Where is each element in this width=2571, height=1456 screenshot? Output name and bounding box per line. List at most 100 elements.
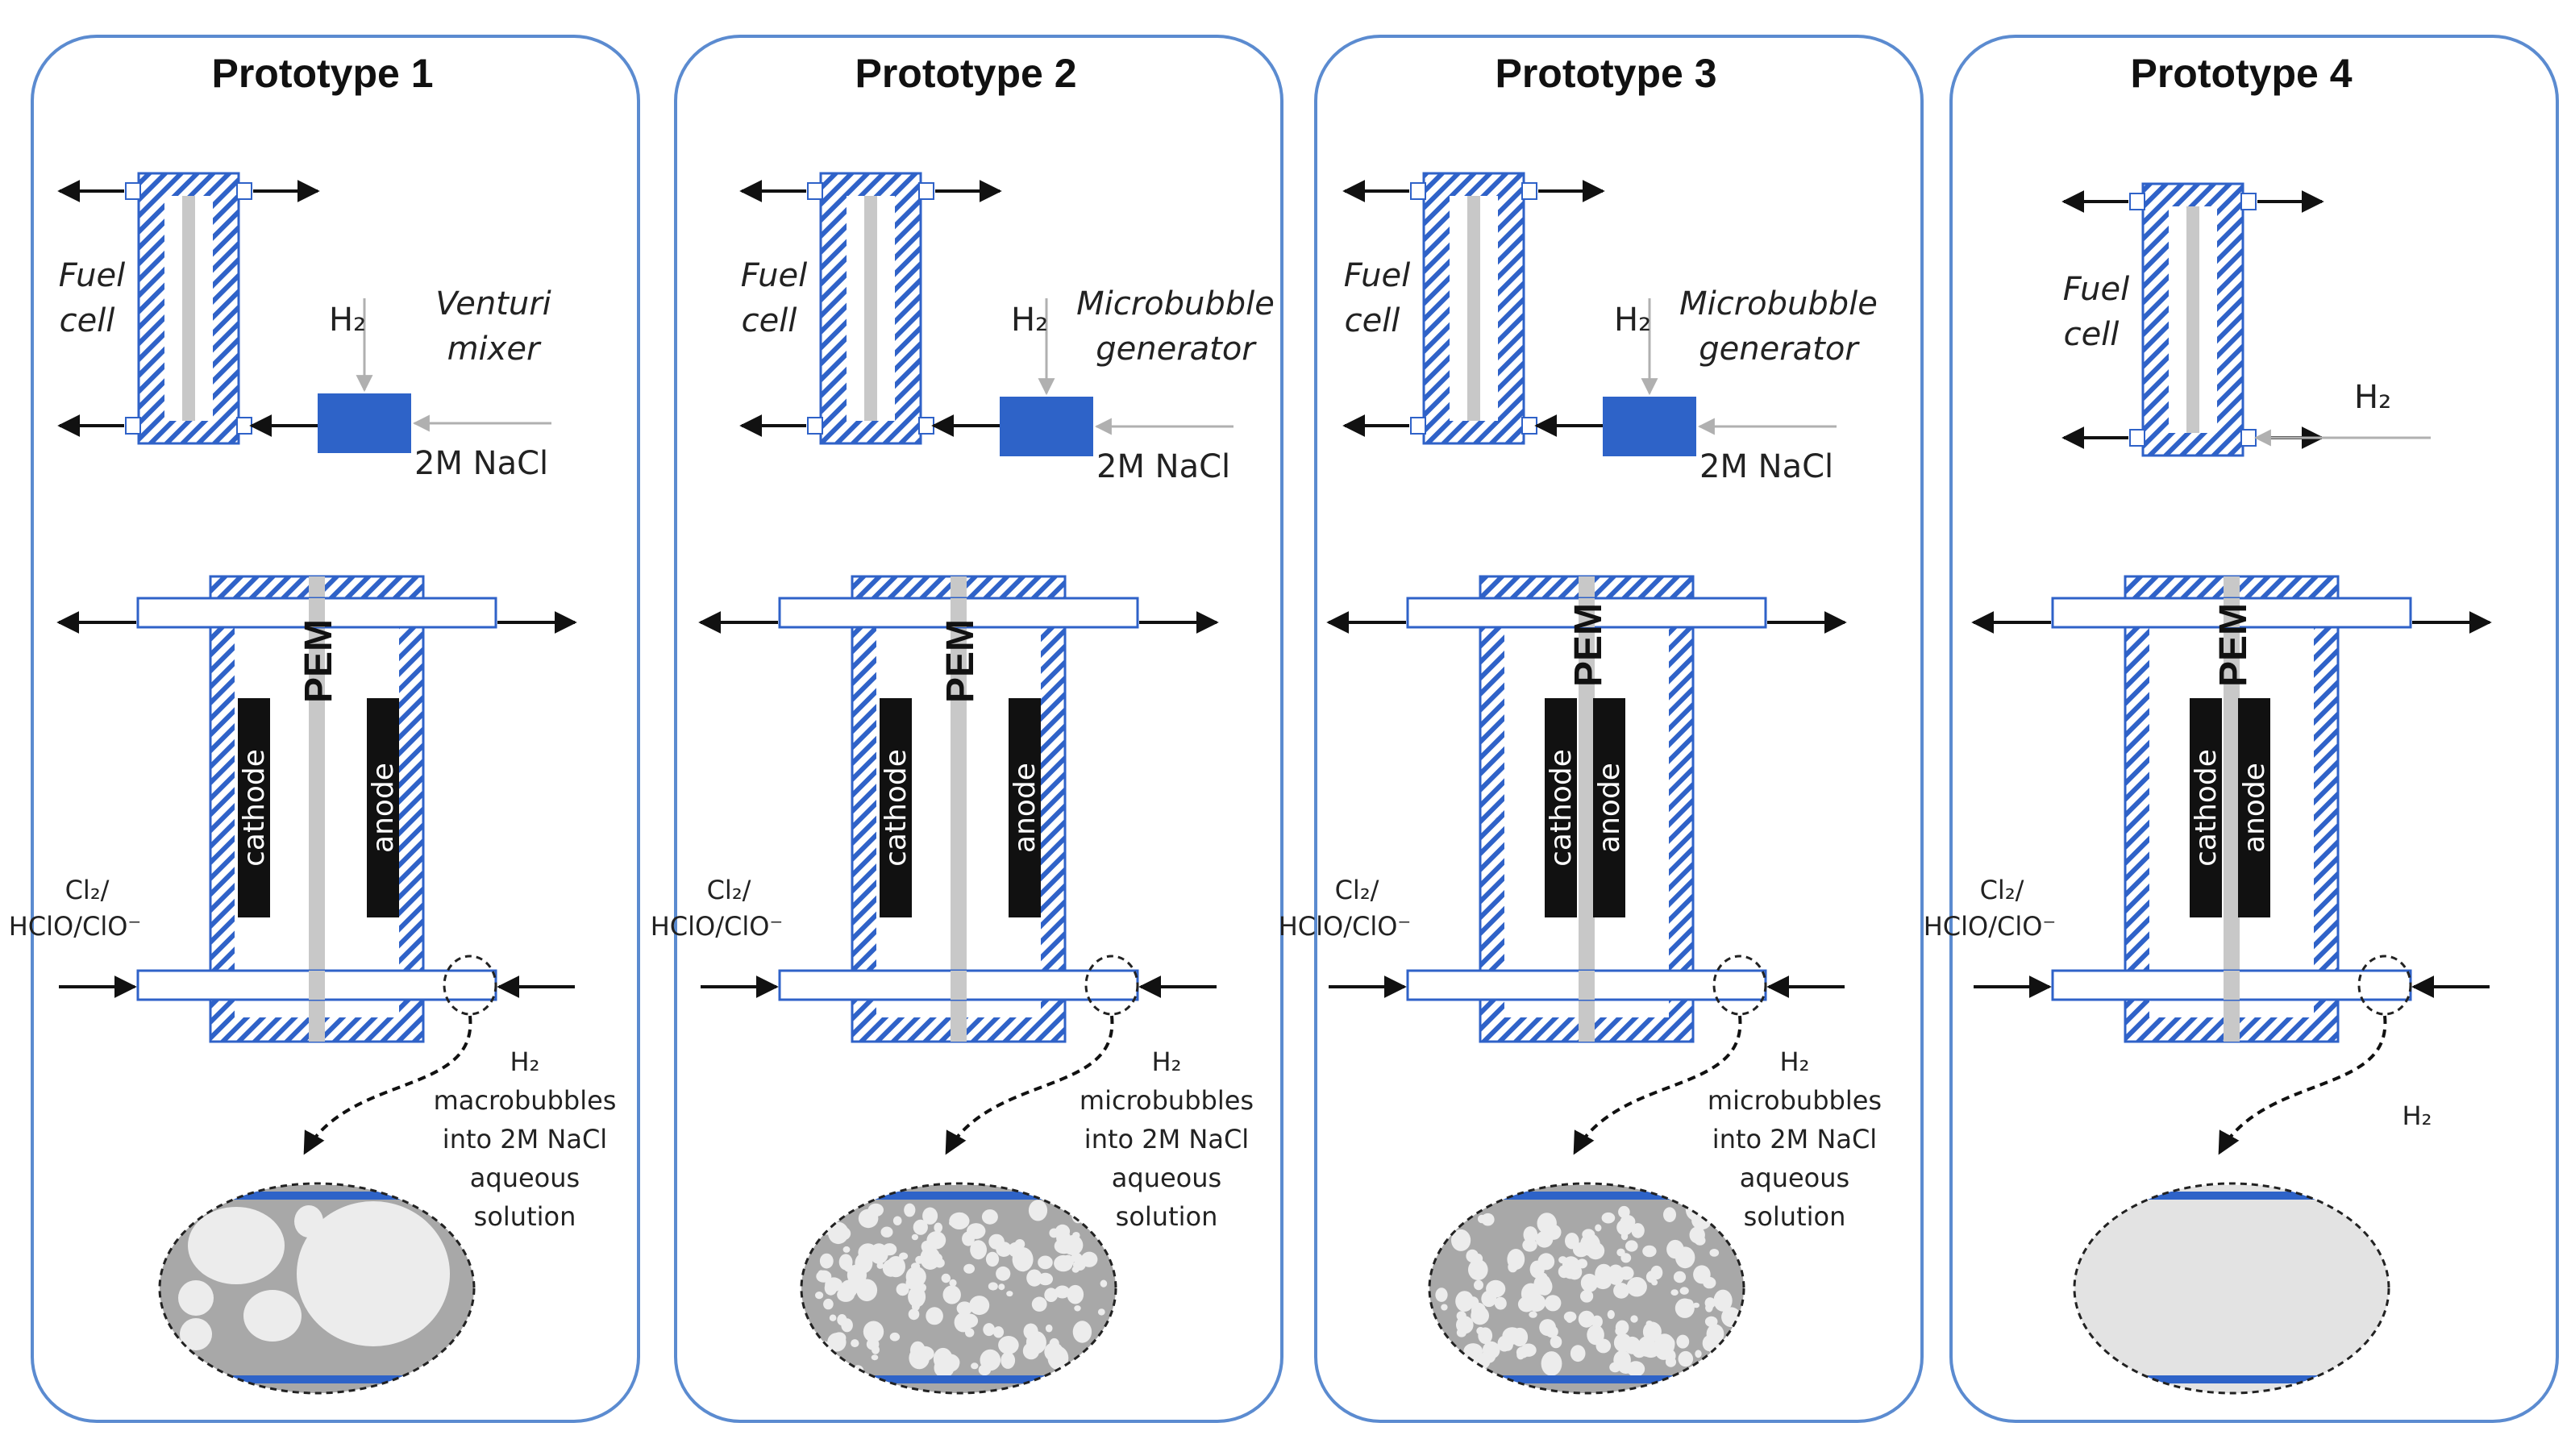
pem-label: PEM (297, 619, 340, 703)
cathode-label: cathode (1545, 749, 1578, 867)
zoom-arrow (945, 1015, 1114, 1155)
microbubble (889, 1332, 901, 1342)
microbubble (1031, 1296, 1047, 1312)
microbubble (1550, 1335, 1562, 1349)
fuel-cell-label-line: Fuel (1344, 257, 1410, 294)
microbubble (1704, 1316, 1718, 1327)
microbubble (992, 1326, 1005, 1338)
microbubble (1558, 1256, 1567, 1264)
microbubble (823, 1298, 834, 1310)
microbubble (1533, 1274, 1551, 1296)
electrolyzer (778, 575, 1139, 1043)
microbubble (905, 1277, 917, 1289)
bubble-note-line: into 2M NaCl (443, 1124, 607, 1154)
microbubble (911, 1233, 918, 1241)
anode-label: anode (1009, 763, 1042, 853)
microbubble (1713, 1289, 1733, 1312)
microbubble (1563, 1311, 1577, 1322)
h2-label: H₂ (1011, 302, 1048, 339)
microbubble (1580, 1273, 1599, 1292)
cathode-electrode (1545, 698, 1577, 917)
microbubble (1044, 1288, 1059, 1302)
microbubble (1670, 1289, 1679, 1296)
fuel-cell (1410, 172, 1537, 445)
microbubble (908, 1308, 920, 1321)
microbubble (941, 1273, 951, 1283)
macrobubble (294, 1205, 323, 1238)
microbubble (949, 1220, 956, 1226)
macrobubble (180, 1318, 212, 1350)
cathode-electrode (238, 698, 270, 917)
microbubble (815, 1292, 824, 1300)
microbubble (981, 1209, 998, 1225)
bubble-note: H₂ (2403, 1100, 2432, 1131)
microbubble (988, 1255, 997, 1265)
microbubble (915, 1255, 924, 1264)
microbubble (908, 1286, 926, 1308)
microbubble (1578, 1310, 1595, 1328)
chlorine-label-line: HClO/ClO⁻ (1279, 911, 1412, 942)
microbubble (1071, 1266, 1080, 1273)
microbubble (1100, 1279, 1108, 1288)
anode-label: anode (2238, 763, 2271, 853)
microbubble (1494, 1296, 1507, 1310)
bubble-note-line: H₂ (1780, 1046, 1810, 1077)
microbubble (1067, 1284, 1084, 1304)
microbubble (1038, 1255, 1053, 1270)
bubble-note-line: solution (1116, 1201, 1218, 1232)
microbubble (1477, 1214, 1487, 1224)
microbubble (1587, 1325, 1604, 1346)
microbubble (1673, 1271, 1687, 1283)
microbubble (1562, 1263, 1579, 1279)
microbubble (1014, 1239, 1025, 1250)
microbubble (1679, 1298, 1691, 1308)
microbubble (1541, 1351, 1562, 1376)
h2-label: H₂ (2354, 379, 2391, 416)
microbubble (1616, 1333, 1626, 1346)
microbubble (988, 1282, 998, 1291)
bubble-note-line: into 2M NaCl (1712, 1124, 1877, 1154)
mixer-block (1603, 397, 1696, 456)
bubble-note-line: H₂ (1152, 1046, 1182, 1077)
microbubble (965, 1328, 975, 1337)
zoom-arrow (303, 1015, 472, 1155)
microbubble (886, 1256, 905, 1278)
microbubble (1080, 1251, 1098, 1267)
microbubble (949, 1279, 957, 1287)
microbubble (1028, 1200, 1048, 1221)
bubble-note-line: microbubbles (1708, 1085, 1882, 1116)
zoom-marker (1084, 955, 1139, 1016)
fuel-cell-label-line: cell (60, 302, 115, 339)
microbubble (892, 1216, 902, 1225)
microbubble (841, 1279, 859, 1297)
microbubble (1056, 1229, 1071, 1246)
microbubble (1678, 1350, 1694, 1367)
microbubble (1620, 1232, 1629, 1241)
microbubble (980, 1349, 1001, 1371)
microbubble (1055, 1288, 1062, 1294)
anode-label: anode (367, 763, 400, 853)
microbubble (1468, 1259, 1488, 1280)
fuel-cell-label-line: Fuel (2063, 271, 2129, 308)
anode-label: anode (1593, 763, 1626, 853)
mixer-block (318, 393, 411, 453)
microbubble (1645, 1271, 1658, 1283)
chlorine-label: Cl₂/HClO/ClO⁻ (1279, 875, 1412, 942)
chlorine-label-line: Cl₂/ (1980, 875, 2024, 905)
microbubble (1474, 1279, 1483, 1291)
microbubble (880, 1226, 893, 1238)
microbubble (1529, 1311, 1537, 1318)
zoom-marker (443, 955, 497, 1016)
microbubble (1012, 1247, 1034, 1272)
fuel-cell-label-line: cell (742, 302, 797, 339)
bubble-note-line: aqueous (1740, 1163, 1849, 1193)
fuel-cell-label-line: cell (2064, 316, 2120, 353)
microbubble (1545, 1295, 1562, 1312)
pem-membrane (951, 576, 967, 1042)
